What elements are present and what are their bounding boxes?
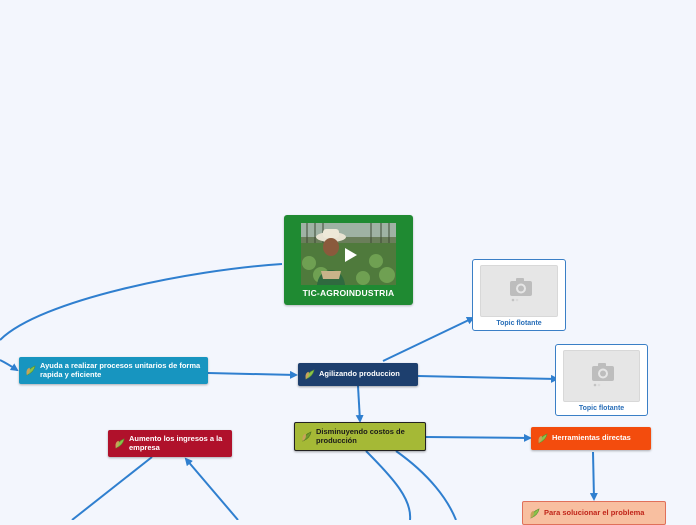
connector-to-aumento (184, 457, 239, 520)
topic-label: Para solucionar el problema (544, 507, 645, 517)
connector-left-edge-to-ayuda (0, 359, 19, 372)
connector-agilizando-float2 (417, 374, 559, 383)
topic-agilizando[interactable]: Agilizando produccion (298, 363, 418, 386)
topic-label: Aumento los ingresos a la empresa (129, 434, 223, 452)
leaf-icon (26, 365, 36, 376)
topic-label: Herramientas directas (552, 433, 631, 443)
connector-aumento-left (71, 456, 153, 520)
video-thumbnail[interactable] (301, 223, 396, 285)
topic-herramientas[interactable]: Herramientas directas (531, 427, 651, 450)
connector-agilizando-disminuyendo (355, 385, 364, 423)
leaf-icon (530, 507, 540, 519)
connector-herramientas-solucionar (589, 451, 598, 501)
leaf-icon (305, 369, 315, 380)
play-icon[interactable] (340, 245, 360, 265)
connector-disminuyendo-down2 (395, 450, 457, 520)
connector-agilizando-float1 (382, 316, 475, 362)
connector-main-left (0, 263, 283, 341)
topic-label: Disminuyendo costos de producción (316, 427, 405, 445)
floating-topic[interactable]: Topic flotante (555, 344, 648, 416)
connector-disminuyendo-herramientas (425, 433, 532, 442)
main-topic[interactable]: TIC-AGROINDUSTRIA (284, 215, 413, 305)
floating-topic-caption: Topic flotante (578, 405, 625, 412)
image-placeholder (480, 265, 558, 317)
topic-aumento[interactable]: Aumento los ingresos a la empresa (108, 430, 232, 457)
topic-label: Agilizando produccion (319, 369, 400, 379)
main-topic-title: TIC-AGROINDUSTRIA (302, 288, 395, 298)
camera-icon (592, 363, 614, 387)
topic-ayuda[interactable]: Ayuda a realizar procesos unitarios de f… (19, 357, 208, 384)
topic-label: Ayuda a realizar procesos unitarios de f… (40, 361, 201, 379)
leaf-icon (302, 431, 312, 442)
topic-disminuyendo[interactable]: Disminuyendo costos de producción (294, 422, 426, 451)
camera-icon (510, 278, 532, 302)
leaf-icon (115, 438, 125, 449)
leaf-icon (538, 433, 548, 444)
floating-topic-caption: Topic flotante (496, 320, 542, 327)
connector-disminuyendo-down1 (365, 450, 412, 520)
image-placeholder (563, 350, 640, 402)
floating-topic[interactable]: Topic flotante (472, 259, 566, 331)
topic-solucionar[interactable]: Para solucionar el problema (522, 501, 666, 525)
connector-ayuda-agilizando (207, 370, 298, 379)
